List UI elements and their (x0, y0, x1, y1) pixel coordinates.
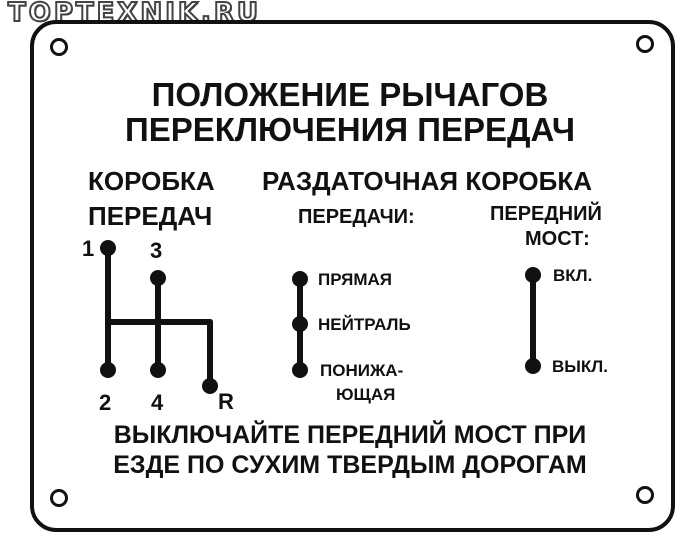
gear-r-label: R (218, 389, 234, 414)
gears-label: ПЕРЕДАЧИ: (298, 206, 415, 228)
front-axle-label-1: ПЕРЕДНИЙ (490, 203, 602, 225)
instruction-plate (30, 20, 675, 532)
mounting-hole-icon (50, 38, 68, 56)
low-label-1: ПОНИЖА- (320, 361, 404, 380)
gear-4-knob-icon (150, 362, 166, 378)
gearbox-header-1: КОРОБКА (88, 166, 215, 196)
gear-3-knob-icon (150, 270, 166, 286)
neutral-knob-icon (292, 316, 308, 332)
gear-r-knob-icon (202, 378, 218, 394)
direct-knob-icon (292, 271, 308, 287)
axle-on-knob-icon (525, 267, 541, 283)
axle-off-label: ВЫКЛ. (552, 357, 608, 376)
mounting-hole-icon (50, 489, 68, 507)
gearbox-header-2: ПЕРЕДАЧ (88, 201, 213, 231)
warning-line-1: ВЫКЛЮЧАЙТЕ ПЕРЕДНИЙ МОСТ ПРИ (113, 421, 587, 449)
gear-3-label: 3 (150, 238, 163, 263)
low-knob-icon (292, 362, 308, 378)
mounting-hole-icon (636, 35, 654, 53)
gear-2-knob-icon (100, 362, 116, 378)
title-line-2: ПЕРЕКЛЮЧЕНИЯ ПЕРЕДАЧ (124, 111, 576, 148)
gear-2-label: 2 (99, 390, 112, 415)
gear-1-label: 1 (82, 236, 95, 261)
front-axle-label-2: МОСТ: (525, 228, 590, 250)
low-label-2: ЮЩАЯ (336, 385, 396, 404)
axle-off-knob-icon (525, 358, 541, 374)
warning-line-2: ЕЗДЕ ПО СУХИМ ТВЕРДЫМ ДОРОГАМ (113, 451, 587, 479)
axle-on-label: ВКЛ. (553, 266, 593, 285)
gear-1-knob-icon (100, 240, 116, 256)
mounting-hole-icon (636, 486, 654, 504)
direct-label: ПРЯМАЯ (318, 270, 393, 289)
transfer-case-header: РАЗДАТОЧНАЯ КОРОБКА (262, 166, 592, 196)
gear-4-label: 4 (151, 390, 164, 415)
neutral-label: НЕЙТРАЛЬ (318, 315, 411, 334)
title-line-1: ПОЛОЖЕНИЕ РЫЧАГОВ (151, 76, 549, 113)
